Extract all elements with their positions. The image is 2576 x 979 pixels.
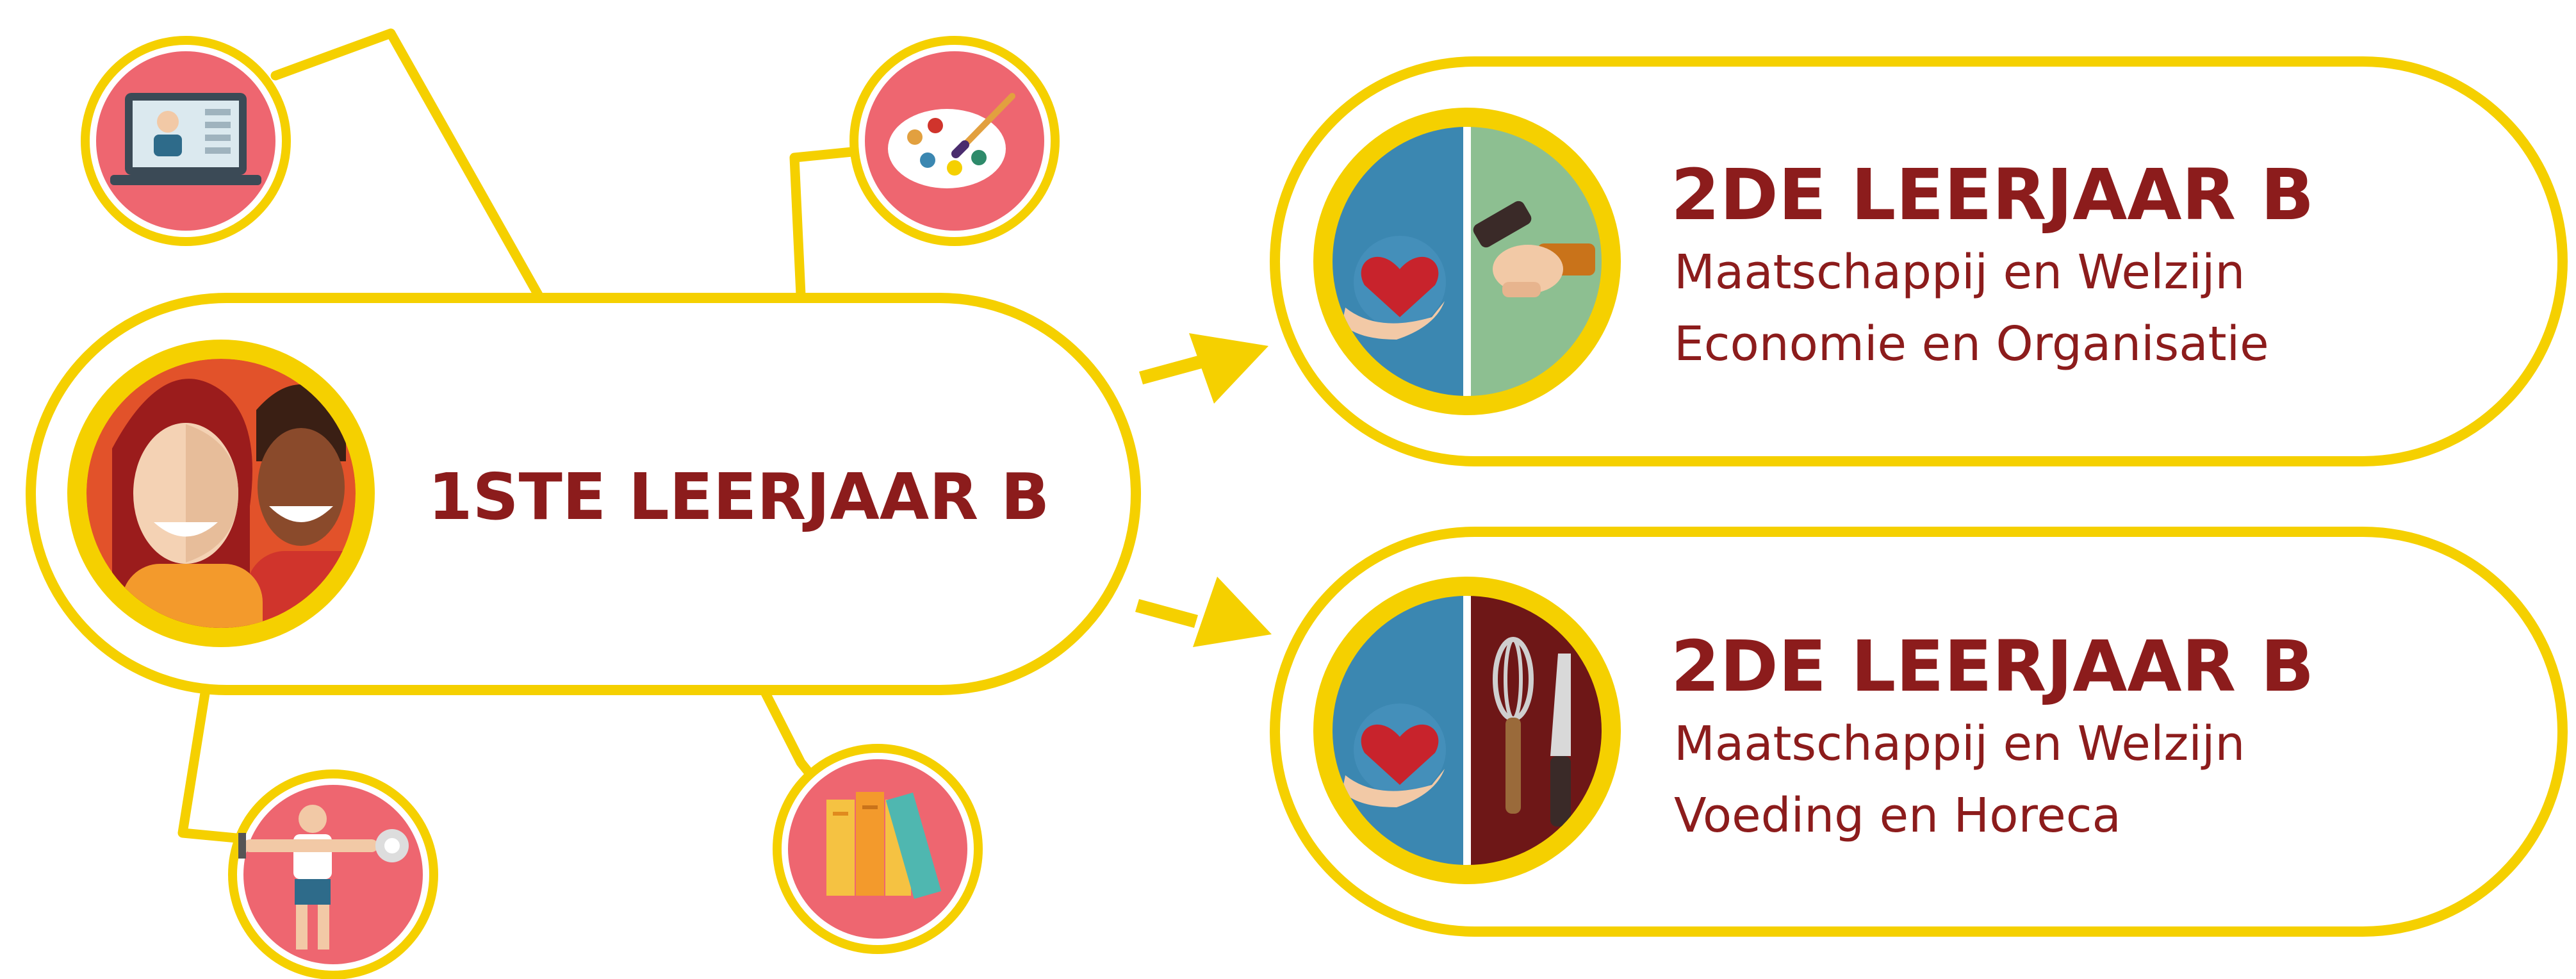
students-icon (86, 359, 356, 628)
paint-palette-icon (888, 93, 1015, 188)
sport-dumbbell-icon (238, 805, 409, 950)
path-1-line-1: Maatschappij en Welzijn (1674, 245, 2245, 300)
path-node-2: 2DE LEERJAAR B Maatschappij en Welzijn V… (1270, 527, 2568, 937)
path-2-title: 2DE LEERJAAR B (1671, 625, 2314, 707)
handshake-icon (1473, 201, 1595, 297)
path-2-line-1: Maatschappij en Welzijn (1674, 716, 2245, 771)
connector-sport (177, 688, 255, 844)
heart-in-hand-icon (1342, 236, 1446, 340)
path-node-1: 2DE LEERJAAR B Maatschappij en Welzijn E… (1270, 56, 2568, 466)
path-1-line-2: Economie en Organisatie (1674, 317, 2269, 372)
connector-palette (789, 146, 864, 300)
arrow-to-path-2 (1135, 577, 1272, 647)
video-lesson-icon (110, 93, 261, 185)
arrows (1135, 333, 1272, 647)
satellite-sport (228, 769, 438, 979)
satellite-palette (849, 36, 1060, 246)
path-1-split-icon (1333, 127, 1602, 396)
path-2-pill (1270, 527, 2568, 937)
path-1-pill (1270, 56, 2568, 466)
books-icon (826, 792, 942, 899)
satellite-books (773, 744, 983, 954)
satellite-video (81, 36, 291, 246)
start-title: 1STE LEERJAAR B (428, 459, 1049, 534)
heart-in-hand-icon-2 (1342, 703, 1446, 807)
connector-video (270, 28, 543, 300)
whisk-and-knife-icon (1493, 637, 1571, 827)
start-node: 1STE LEERJAAR B (26, 293, 1141, 695)
path-2-split-icon (1333, 596, 1602, 865)
arrow-to-path-1 (1139, 333, 1268, 404)
path-2-line-2: Voeding en Horeca (1674, 788, 2121, 843)
path-1-title: 2DE LEERJAAR B (1671, 154, 2314, 236)
